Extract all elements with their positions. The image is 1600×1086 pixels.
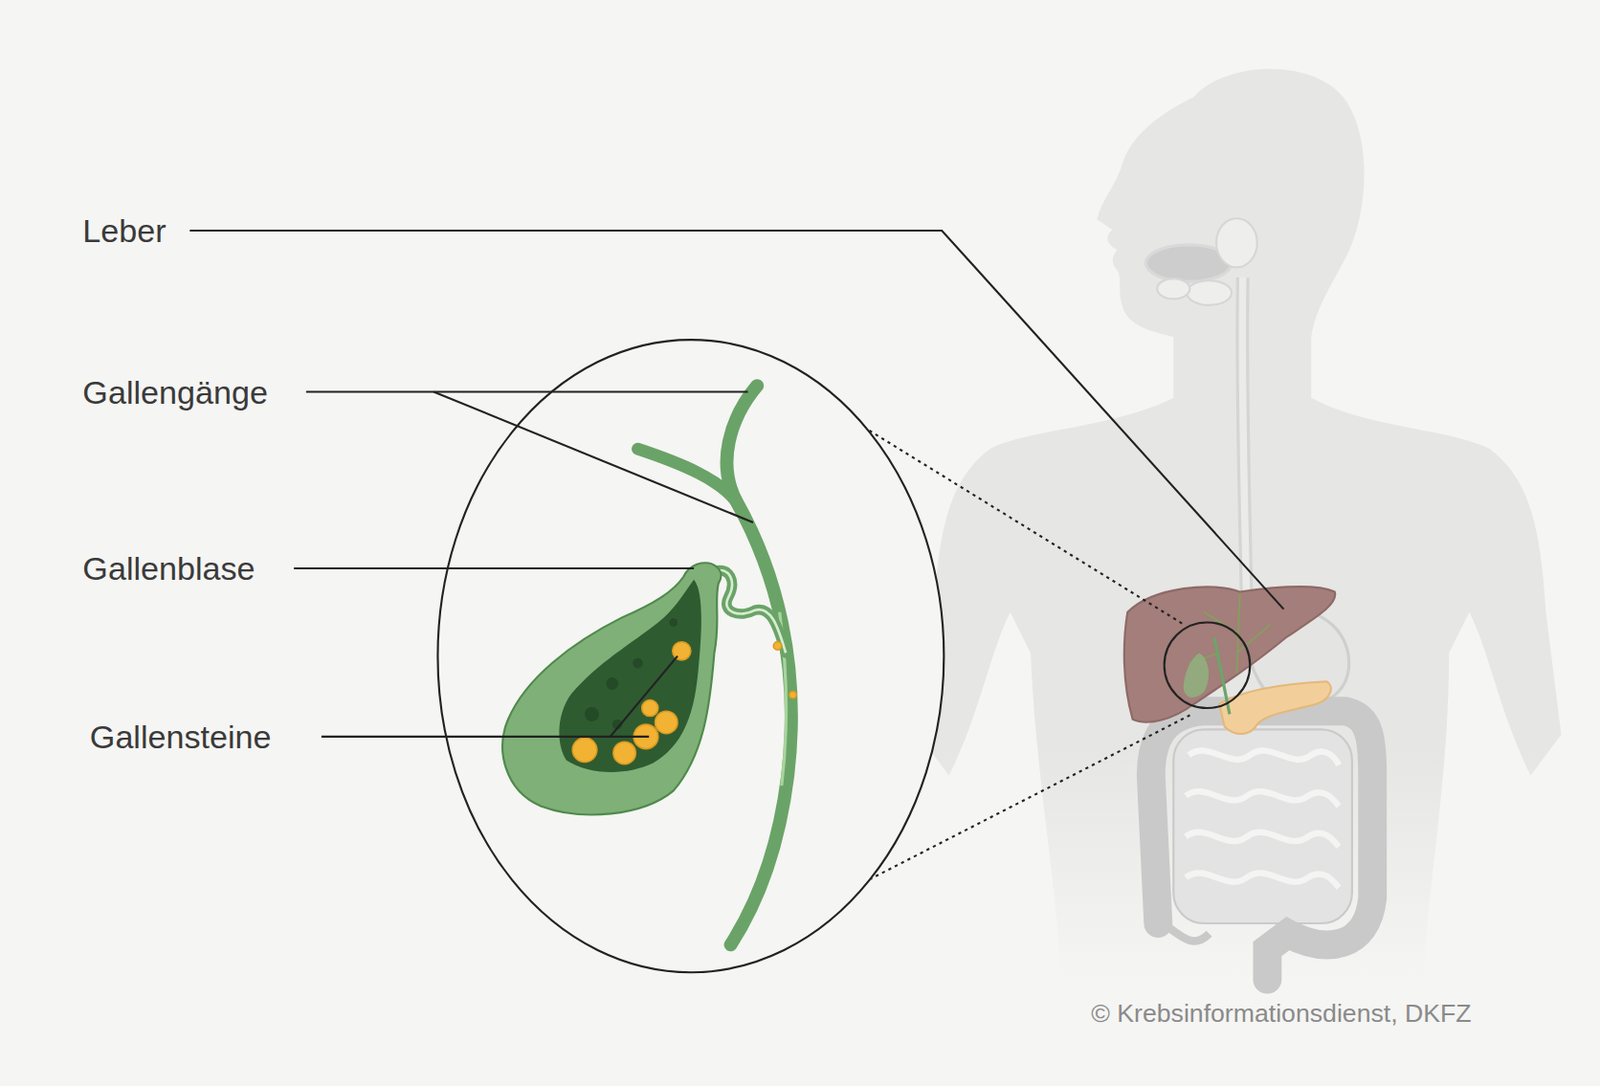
organ-label: Leber: [82, 210, 166, 252]
leader-line: [306, 390, 749, 393]
body-silhouette: [918, 68, 1562, 980]
gallstones: [572, 642, 797, 765]
small-intestine-loops: [1185, 750, 1339, 888]
salivary-gland: [1186, 280, 1232, 306]
texture-dot: [584, 707, 600, 722]
bile-duct: [727, 385, 792, 945]
gallstone: [789, 690, 797, 698]
leader-line: [321, 735, 649, 738]
gallstone: [773, 642, 782, 651]
salivary-gland: [1156, 278, 1190, 299]
pancreas: [1219, 681, 1332, 734]
leader-line: [293, 567, 694, 570]
copyright-note: © Krebsinformationsdienst, DKFZ: [1090, 997, 1471, 1030]
gallstone: [655, 711, 678, 734]
organ-label: Gallenblase: [82, 548, 255, 590]
zoom-ellipse: [437, 339, 944, 973]
zoom-circle: [1164, 622, 1251, 709]
small-intestine: [1173, 729, 1353, 924]
leader-lines: [189, 230, 1284, 737]
gallstone: [613, 741, 636, 764]
texture-dot: [669, 618, 679, 627]
texture-dot: [632, 658, 644, 669]
gallstone: [642, 700, 659, 717]
large-intestine: [1151, 711, 1373, 979]
leader-line: [610, 656, 678, 737]
texture-dot: [605, 677, 619, 690]
gallstone: [572, 737, 598, 763]
gallbladder-small: [1183, 652, 1209, 697]
leader-line: [189, 230, 1284, 610]
appendix: [1163, 923, 1210, 942]
gallbladder-lumen: [558, 579, 701, 773]
cystic-duct-lumen: [713, 570, 786, 653]
organ-label: Gallengänge: [82, 372, 268, 414]
leader-line: [433, 391, 754, 522]
gallbladder: [502, 562, 721, 815]
salivary-gland: [1216, 218, 1258, 267]
hepatic-duct: [637, 448, 736, 502]
cystic-duct: [713, 570, 786, 653]
organ-label: Gallensteine: [89, 716, 272, 758]
